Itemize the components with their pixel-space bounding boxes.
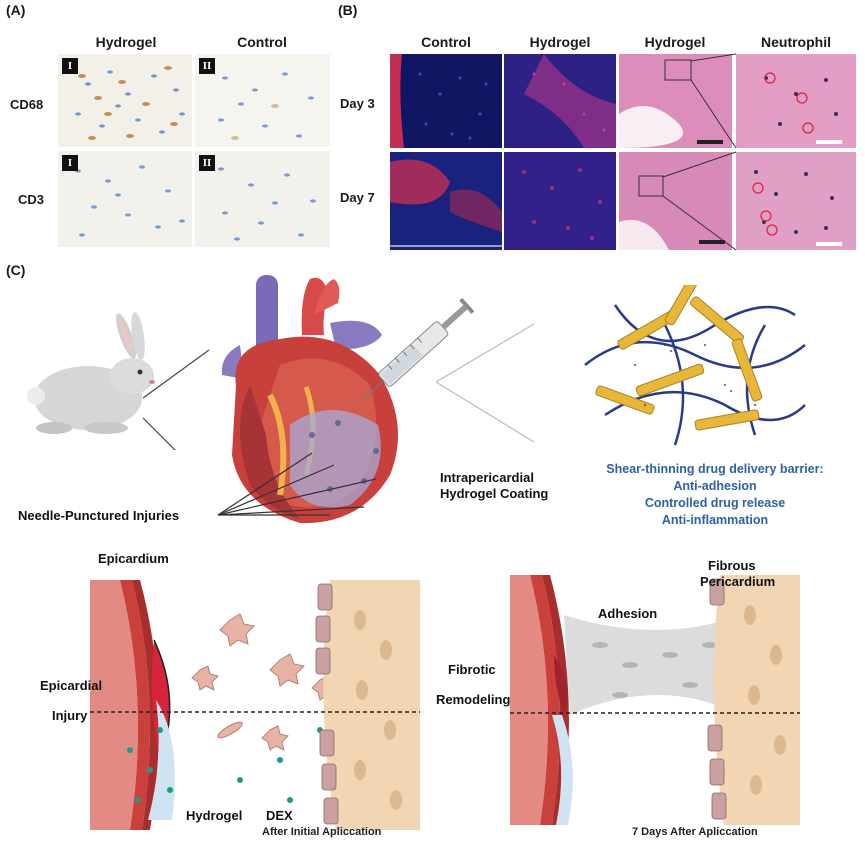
needle-injuries-label: Needle-Punctured Injuries — [18, 508, 180, 523]
injury-pointer-lines — [217, 452, 377, 516]
badge-roman: II — [199, 155, 215, 171]
panel-b-col-hydrogel: Hydrogel — [529, 34, 591, 50]
badge-roman: I — [62, 155, 78, 171]
fluorescence-texture — [390, 152, 502, 250]
cd3-control-image: II — [195, 151, 330, 247]
day3-hydrogel-he — [619, 54, 732, 148]
adhesion-label: Adhesion — [598, 606, 658, 621]
fluorescence-texture — [390, 54, 502, 148]
barrier-title: Shear-thinning drug delivery barrier: — [606, 462, 824, 476]
panel-b-letter: (B) — [338, 2, 358, 18]
schematic-seven-days — [510, 575, 800, 825]
barrier-connector-lines — [435, 323, 535, 443]
he-texture — [619, 175, 725, 250]
panel-b-row-day7: Day 7 — [340, 190, 375, 205]
barrier-item-anti-inflammation: Anti-inflammation — [661, 513, 769, 527]
cd3-control-cells — [218, 167, 316, 241]
day7-control-fluorescence — [390, 152, 502, 250]
schematic-initial — [90, 580, 420, 830]
barrier-item-anti-adhesion: Anti-adhesion — [673, 479, 757, 493]
fibrotic-label-line1: Fibrotic — [448, 662, 496, 677]
caption-initial: After Initial Apliccation — [262, 826, 382, 838]
panel-b-col-control: Control — [421, 34, 471, 50]
syringe-illustration — [363, 297, 475, 399]
cd68-hydrogel-image: I — [58, 54, 192, 147]
fibrous-label-line1: Fibrous — [708, 558, 756, 573]
day3-neutrophil-zoom — [736, 54, 856, 148]
he-texture — [619, 59, 723, 148]
neutrophil-texture — [752, 170, 842, 246]
cd3-hydrogel-cells — [75, 165, 185, 237]
rabbit-connector-lines — [142, 349, 210, 450]
fluorescence-texture — [504, 54, 616, 148]
cd68-control-image: II — [195, 54, 330, 147]
panel-a-row-cd3: CD3 — [18, 192, 45, 207]
epicardium-label: Epicardium — [98, 551, 169, 566]
day3-hydrogel-fluorescence — [504, 54, 616, 148]
coating-label-line2: Hydrogel Coating — [440, 486, 549, 501]
panel-b-row-day3: Day 3 — [340, 96, 375, 111]
badge-roman: II — [199, 58, 215, 74]
hydrogel-label: Hydrogel — [186, 808, 243, 823]
day3-control-fluorescence — [390, 54, 502, 148]
panel-a-col-hydrogel: Hydrogel — [95, 34, 157, 50]
caption-seven-days: 7 Days After Apliccation — [632, 826, 758, 838]
fibrous-label-line2: Pericardium — [700, 574, 776, 589]
panel-a-letter: (A) — [6, 2, 26, 18]
cd68-control-cells — [218, 72, 314, 140]
cd3-hydrogel-image: I — [58, 151, 192, 247]
panel-b-col-neutrophil: Neutrophil — [761, 34, 831, 50]
epicardial-injury-label-line2: Injury — [52, 708, 88, 723]
panel-a-row-cd68: CD68 — [10, 97, 44, 112]
rabbit-illustration — [27, 312, 155, 434]
badge-roman: I — [62, 58, 78, 74]
panel-c-letter: (C) — [6, 262, 26, 278]
hydrogel-network — [584, 285, 806, 446]
dex-label: DEX — [266, 808, 293, 823]
panel-b-col-hydrogel-he: Hydrogel — [644, 34, 706, 50]
barrier-item-drug-release: Controlled drug release — [644, 496, 786, 510]
zoom-connectors — [662, 53, 737, 251]
day7-neutrophil-zoom — [736, 152, 856, 250]
fluorescence-texture — [504, 152, 616, 250]
day7-hydrogel-fluorescence — [504, 152, 616, 250]
neutrophil-texture — [764, 72, 842, 144]
epicardial-injury-label-line1: Epicardial — [40, 678, 103, 693]
coating-label-line1: Intrapericardial — [440, 470, 534, 485]
fibrotic-label-line2: Remodeling — [436, 692, 511, 707]
panel-a-col-control: Control — [237, 34, 287, 50]
